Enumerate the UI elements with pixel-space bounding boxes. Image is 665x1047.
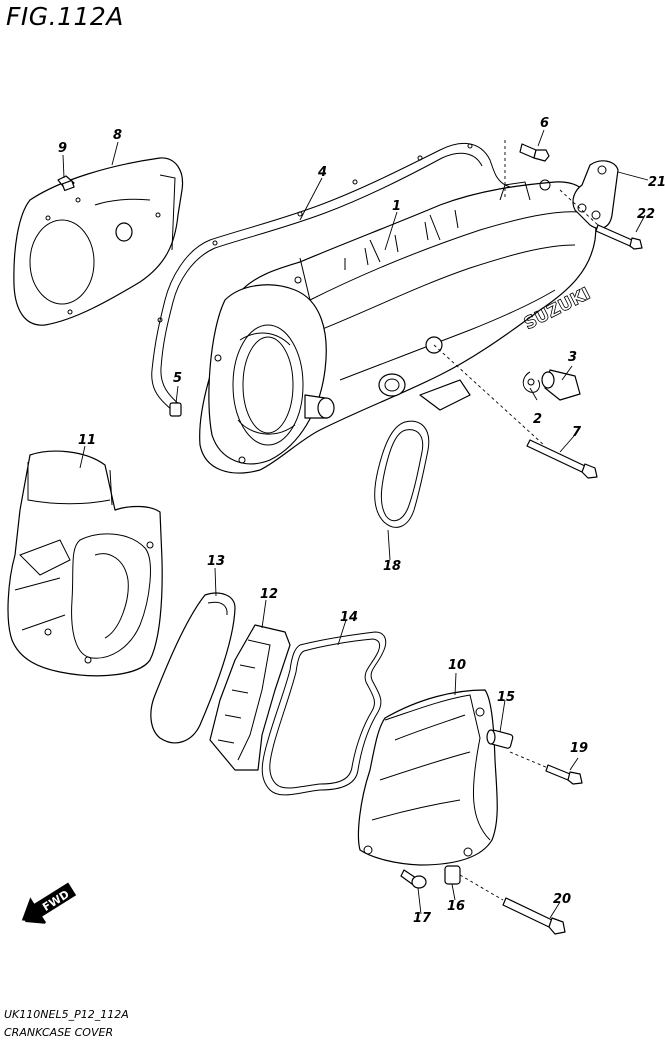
callout-19: 19: [570, 741, 588, 756]
callout-13: 13: [207, 554, 225, 569]
figure-title: FIG.112A: [6, 2, 124, 31]
part-6-bolt: [519, 143, 550, 162]
part-18-seal: [374, 420, 430, 528]
part-20-bolt: [502, 897, 566, 935]
part-10-cover: [357, 689, 498, 866]
footer-diagram-name: CRANKCASE COVER: [4, 1026, 114, 1039]
callout-2: 2: [533, 412, 542, 427]
part-19-bolt: [545, 764, 583, 785]
part-2-clamp: [522, 371, 541, 393]
part-13-filter: [150, 592, 236, 744]
part-12-frame: [209, 624, 291, 771]
callout-3: 3: [568, 350, 577, 365]
callout-9: 9: [58, 141, 67, 156]
callout-11: 11: [78, 433, 96, 448]
callout-20: 20: [553, 892, 571, 907]
part-9-bolt: [57, 175, 75, 192]
part-1-crankcase-cover: [199, 179, 597, 474]
callout-17: 17: [413, 911, 432, 926]
callout-14: 14: [340, 610, 358, 625]
callout-21: 21: [648, 175, 665, 190]
part-15-spacer: [486, 729, 514, 749]
callout-7: 7: [572, 425, 582, 440]
leader-lines: [62, 129, 649, 919]
part-5-dowel: [169, 402, 182, 417]
callout-4: 4: [317, 165, 327, 180]
callout-22: 22: [637, 207, 655, 222]
part-22-bolt: [595, 224, 643, 250]
part-8-plate: [13, 157, 184, 326]
part-11-housing: [7, 450, 163, 677]
part-17-screw: [400, 869, 427, 889]
part-16-spacer: [444, 865, 461, 885]
callout-6: 6: [540, 116, 549, 131]
part-7-bolt: [526, 439, 598, 479]
part-3-cap: [541, 369, 581, 401]
callout-15: 15: [497, 690, 515, 705]
callout-1: 1: [392, 199, 401, 214]
callout-12: 12: [260, 587, 278, 602]
callout-18: 18: [383, 559, 401, 574]
callout-8: 8: [113, 128, 122, 143]
callout-5: 5: [173, 371, 182, 386]
callout-16: 16: [447, 899, 465, 914]
callout-labels: 1 2 3 4 5 6 7 8 9 10 11 12 13 14 15 16 1…: [58, 116, 665, 926]
callout-10: 10: [448, 658, 466, 673]
fwd-arrow-icon: FWD: [21, 882, 77, 924]
part-14-gasket: [261, 631, 387, 796]
footer-diagram-code: UK110NEL5_P12_112A: [4, 1008, 129, 1021]
